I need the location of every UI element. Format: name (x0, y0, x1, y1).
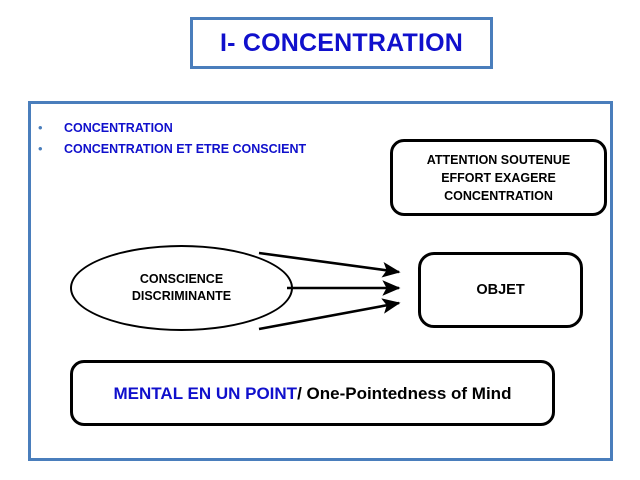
attention-line-1: ATTENTION SOUTENUE (426, 152, 571, 167)
slide-title-box: I- CONCENTRATION (190, 17, 493, 69)
conscience-line-2: DISCRIMINANTE (131, 289, 232, 303)
bullet-label: CONCENTRATION ET ETRE CONSCIENT (64, 142, 307, 156)
bullet-label: CONCENTRATION (64, 121, 173, 135)
mental-blue-text: MENTAL EN UN POINT (113, 383, 298, 403)
conscience-ellipse: CONSCIENCE DISCRIMINANTE (70, 245, 293, 331)
page-title: I- CONCENTRATION (220, 28, 463, 57)
mental-text: MENTAL EN UN POINT/ One-Pointedness of M… (100, 381, 526, 406)
attention-box: ATTENTION SOUTENUE EFFORT EXAGERE CONCEN… (390, 139, 607, 216)
objet-box: OBJET (418, 252, 583, 328)
mental-box: MENTAL EN UN POINT/ One-Pointedness of M… (70, 360, 555, 426)
list-item: • CONCENTRATION (34, 120, 394, 141)
attention-line-2: EFFORT EXAGERE (441, 170, 556, 185)
bullet-icon: • (38, 141, 43, 156)
bullet-list: • CONCENTRATION • CONCENTRATION ET ETRE … (34, 120, 394, 162)
list-item: • CONCENTRATION ET ETRE CONSCIENT (34, 141, 394, 162)
conscience-line-1: CONSCIENCE (139, 272, 224, 286)
attention-line-3: CONCENTRATION (444, 188, 553, 203)
bullet-icon: • (38, 120, 43, 135)
mental-black-text: / One-Pointedness of Mind (297, 383, 512, 403)
objet-label: OBJET (476, 282, 525, 298)
